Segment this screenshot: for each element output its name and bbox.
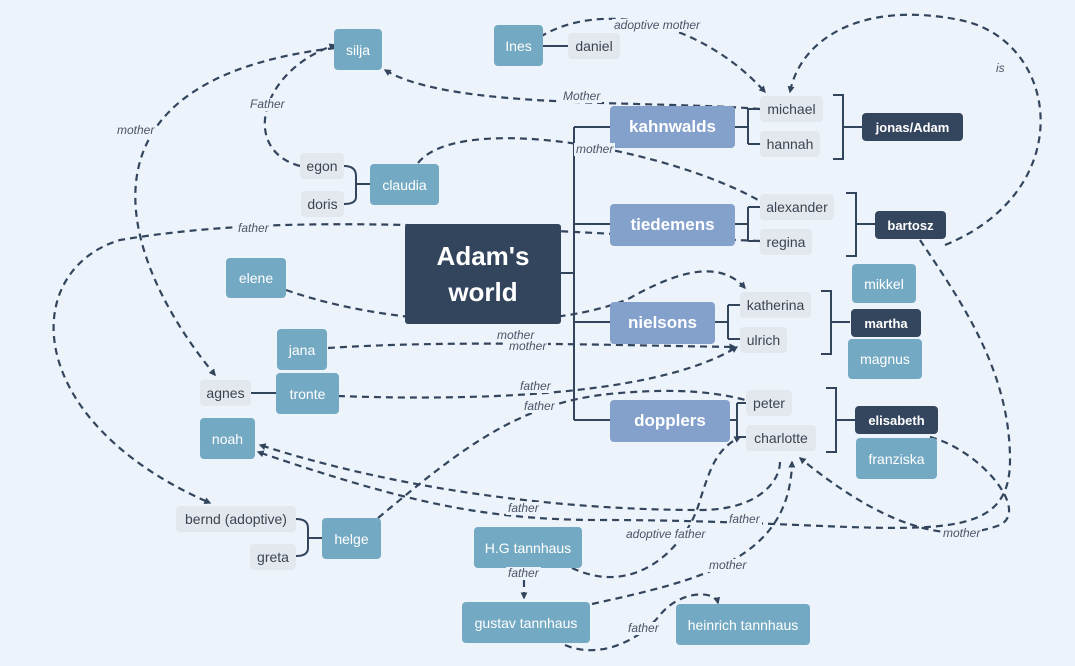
person-jana[interactable]: jana [277,329,327,370]
child-mikkel[interactable]: mikkel [852,264,916,303]
rel-jonas-michael [787,13,1042,247]
person-agnes[interactable]: agnes [200,380,251,406]
person-ines[interactable]: Ines [494,25,543,66]
member-regina[interactable]: regina [760,229,812,255]
central-topic[interactable]: Adam's world [405,224,561,324]
bracket-kahnwalds [833,94,862,160]
label-mother-gustav: mother [707,558,749,572]
person-egon[interactable]: egon [300,153,344,179]
connector-dopplers-members [730,402,746,438]
rel-silja-agnes [134,46,336,377]
central-topic-line1: Adam's [436,241,530,271]
member-charlotte[interactable]: charlotte [746,425,816,451]
connector-tiedemens-members [735,206,760,242]
member-peter[interactable]: peter [746,390,792,416]
family-nielsons[interactable]: nielsons [610,302,715,344]
rel-helge-peter [377,389,758,519]
central-topic-line2: world [448,277,518,307]
label-mother-claudia: mother [574,142,616,156]
person-claudia[interactable]: claudia [370,164,439,205]
label-mother-michael-silja: Mother [561,89,603,103]
child-jonas-adam[interactable]: jonas/Adam [862,113,963,141]
label-father-noah: father [506,501,541,515]
bracket-tiedemens [846,192,875,257]
person-tronte[interactable]: tronte [276,373,339,414]
member-alexander[interactable]: alexander [760,194,834,220]
child-magnus[interactable]: magnus [848,339,922,379]
person-silja[interactable]: silja [334,29,382,70]
bracket-helge [295,518,322,557]
member-ulrich[interactable]: ulrich [740,327,787,353]
person-helge[interactable]: helge [322,518,381,559]
person-bernd[interactable]: bernd (adoptive) [176,506,296,532]
label-father-helge: father [522,399,557,413]
rel-elene-katherina [285,270,746,323]
rel-elisabeth-charlotte [798,435,1011,534]
label-father-regina: father [236,221,271,235]
label-father-tronte: father [518,379,553,393]
label-mother-silja-agnes: mother [115,123,157,137]
person-doris[interactable]: doris [301,191,344,217]
person-greta[interactable]: greta [250,544,296,570]
rel-gustav-heinrich [564,593,721,652]
member-michael[interactable]: michael [760,96,823,122]
child-bartosz[interactable]: bartosz [875,211,946,239]
person-heinrich-tannhaus[interactable]: heinrich tannhaus [676,604,810,645]
member-katherina[interactable]: katherina [740,292,811,318]
connector-central-families [560,126,610,421]
child-franziska[interactable]: franziska [856,438,937,479]
family-tiedemens[interactable]: tiedemens [610,204,735,246]
bracket-dopplers [826,387,855,453]
bracket-claudia [343,165,370,205]
label-mother-jana: mother [507,339,549,353]
person-hg-tannhaus[interactable]: H.G tannhaus [474,527,582,568]
label-father-egon: Father [248,97,287,111]
bracket-nielsons [821,290,850,355]
family-kahnwalds[interactable]: kahnwalds [610,106,735,148]
label-is: is [994,61,1007,75]
label-mother-elisabeth: mother [941,526,983,540]
connector-nielsons-members [715,304,740,340]
person-gustav-tannhaus[interactable]: gustav tannhaus [462,602,590,643]
family-dopplers[interactable]: dopplers [610,400,730,442]
child-martha[interactable]: martha [851,309,921,337]
label-father-bartosz: father [727,512,762,526]
member-hannah[interactable]: hannah [760,131,820,157]
label-father-heinrich: father [626,621,661,635]
label-mother-elene: mother [495,328,537,342]
child-elisabeth[interactable]: elisabeth [855,406,938,434]
label-father-hg: father [506,566,541,580]
person-daniel[interactable]: daniel [568,33,620,59]
person-elene[interactable]: elene [226,258,286,298]
person-noah[interactable]: noah [200,418,255,459]
label-adoptive-mother: adoptive mother [612,18,703,32]
rel-claudia-regina [417,137,772,208]
label-adoptive-father: adoptive father [624,527,708,541]
rel-hg-charlotte [571,436,742,579]
rel-bartosz-charlotte [256,239,1012,529]
connector-kahnwalds-members [735,108,760,145]
